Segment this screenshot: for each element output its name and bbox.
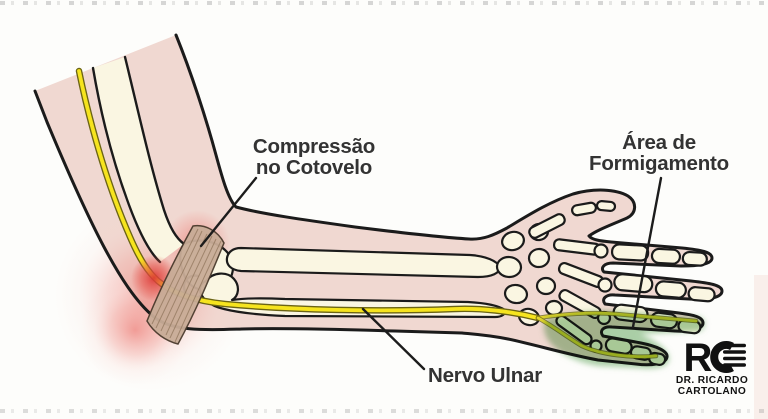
tingling-area <box>543 310 705 369</box>
label-compression-line1: Compressão <box>253 135 375 158</box>
logo-bars <box>723 343 746 367</box>
label-compression-line2: no Cotovelo <box>256 156 372 179</box>
ulnar-nerve-core <box>77 69 540 320</box>
ligament-fibers <box>151 228 222 343</box>
gif-artifact-right <box>754 275 768 419</box>
pointer-compression <box>199 176 258 248</box>
label-nerve: Nervo Ulnar <box>428 364 542 387</box>
arm-outline <box>33 33 724 367</box>
thumb-bones <box>528 200 617 239</box>
logo-name-line2: CARTOLANO <box>678 386 747 397</box>
rc-logo: R DR. RICARDO CARTOLANO <box>676 336 748 397</box>
pointer-nerve <box>361 307 426 371</box>
label-tingling-line2: Formigamento <box>589 152 729 175</box>
ligament-band <box>146 224 225 345</box>
logo-monogram-r-letter: R <box>684 336 713 380</box>
pointer-tingling <box>631 176 663 329</box>
label-tingling-line1: Área de <box>622 131 696 154</box>
radius-bone <box>225 246 502 279</box>
index-finger-bones <box>610 243 708 267</box>
logo-name-line1: DR. RICARDO <box>676 375 748 386</box>
